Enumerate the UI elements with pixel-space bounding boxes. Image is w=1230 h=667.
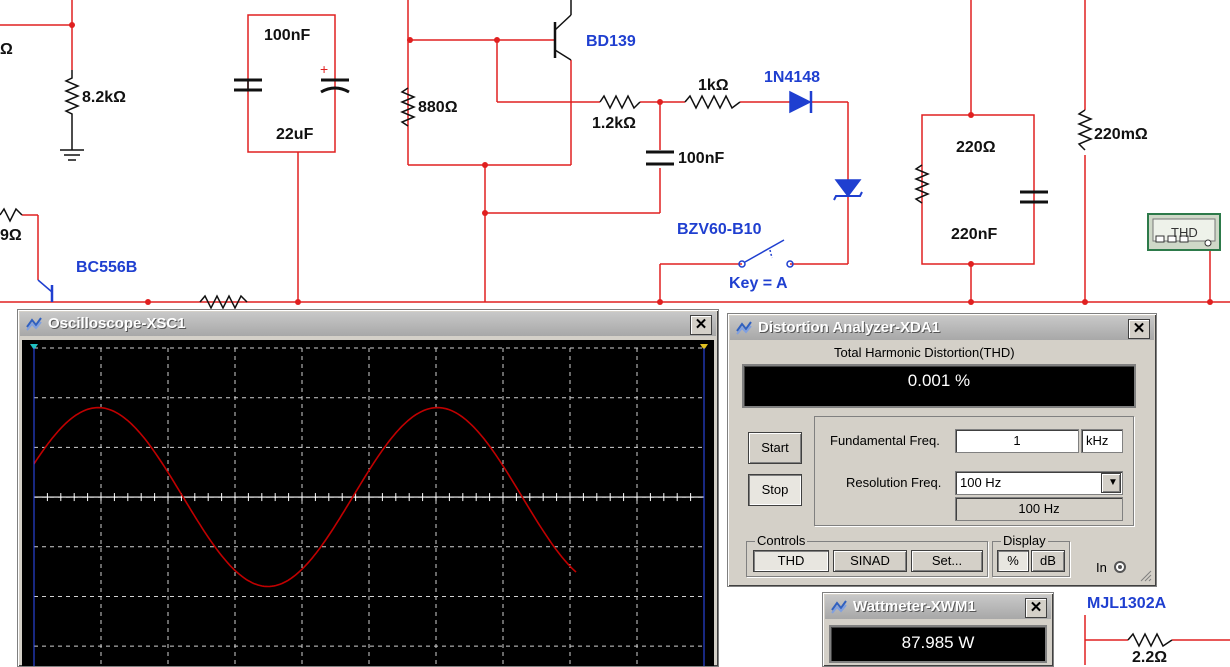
label-220: 220Ω [956,139,996,156]
label-1k: 1kΩ [698,77,729,94]
label-thd-probe: THD [1171,225,1198,240]
sinad-button[interactable]: SINAD [833,550,907,572]
db-button[interactable]: dB [1031,550,1065,572]
display-caption: Display [1001,533,1048,548]
zener-bzv60 [834,179,862,198]
label-22uF: 22uF [276,126,314,143]
oscilloscope-close-button[interactable]: ✕ [690,315,712,335]
thd-probe-icon[interactable] [1147,213,1221,251]
stop-button[interactable]: Stop [748,474,802,506]
label-bc556b: BC556B [76,259,137,276]
controls-caption: Controls [755,533,808,548]
resolution-freq-select[interactable]: 100 Hz ▼ [955,471,1123,495]
oscilloscope-screen [22,340,714,666]
label-100nF-top: 100nF [264,27,310,44]
thd-heading: Total Harmonic Distortion(THD) [834,345,1015,360]
wattmeter-titlebar[interactable]: Wattmeter-XWM1 ✕ [825,595,1051,619]
resize-grip-icon[interactable] [1140,570,1152,582]
label-partial-resistor-left: 9Ω [0,227,22,244]
instrument-icon [736,321,752,335]
fundamental-freq-unit[interactable]: kHz [1081,429,1123,453]
settings-panel: Fundamental Freq. 1 kHz Resolution Freq.… [814,416,1134,526]
input-terminal-icon[interactable] [1112,559,1128,575]
percent-button[interactable]: % [997,550,1029,572]
start-button[interactable]: Start [748,432,802,464]
distortion-close-button[interactable]: ✕ [1128,319,1150,339]
fundamental-freq-input[interactable]: 1 [955,429,1079,453]
transistor-bc556b [37,279,53,293]
wattmeter-close-button[interactable]: ✕ [1025,598,1047,618]
distortion-analyzer-window[interactable]: Distortion Analyzer-XDA1 ✕ Total Harmoni… [727,313,1157,587]
instrument-icon [26,317,42,331]
input-terminal-label: In [1096,560,1107,575]
thd-readout: 0.001 % [742,364,1136,408]
cursor-2-marker[interactable] [700,344,708,350]
cursor-1-marker[interactable] [30,344,38,350]
resistor-1k2 [599,94,641,110]
thd-button[interactable]: THD [753,550,829,572]
scope-grid [33,347,705,666]
wattmeter-window[interactable]: Wattmeter-XWM1 ✕ 87.985 W [822,592,1054,667]
switch-key-a [744,239,785,263]
oscilloscope-title: Oscilloscope-XSC1 [48,315,186,332]
set-button[interactable]: Set... [911,550,983,572]
chevron-down-icon[interactable]: ▼ [1101,473,1121,493]
svg-text:+: + [320,61,328,77]
oscilloscope-window[interactable]: Oscilloscope-XSC1 ✕ [17,309,719,667]
resolution-freq-value: 100 Hz [960,475,1002,490]
label-220m: 220mΩ [1094,126,1148,143]
label-2k2: 2.2Ω [1132,649,1167,665]
resistor-220m [1077,109,1093,151]
junction-dots [69,22,1213,305]
instrument-icon [831,600,847,614]
distortion-titlebar[interactable]: Distortion Analyzer-XDA1 ✕ [730,316,1154,340]
resistor-1k [684,94,741,110]
label-100nF-mid: 100nF [678,150,724,167]
wattmeter-readout: 87.985 W [829,625,1047,663]
scope-trace [33,406,577,588]
label-bzv60-b10: BZV60-B10 [677,221,762,238]
distortion-title: Distortion Analyzer-XDA1 [758,319,940,336]
diode-1n4148 [789,90,812,114]
fundamental-freq-label: Fundamental Freq. [830,433,940,448]
label-1n4148: 1N4148 [764,69,820,86]
wattmeter-title: Wattmeter-XWM1 [853,598,976,615]
controls-group: Controls THD SINAD Set... [746,533,988,577]
display-group: Display % dB [992,533,1070,577]
resistor-2k2 [1127,632,1173,648]
label-key-a: Key = A [729,275,788,292]
label-partial-resistor-top: Ω [0,41,13,58]
resolution-freq-label: Resolution Freq. [846,475,942,490]
label-mjl1302a: MJL1302A [1087,595,1167,612]
resistor-880 [400,87,416,127]
oscilloscope-titlebar[interactable]: Oscilloscope-XSC1 ✕ [20,312,716,336]
label-8k2: 8.2kΩ [82,89,126,106]
resistor-8k2 [64,70,80,125]
resolution-freq-readout: 100 Hz [955,497,1123,521]
label-220nF: 220nF [951,226,997,243]
label-1k2: 1.2kΩ [592,115,636,132]
resistor-220 [914,164,930,204]
label-bd139: BD139 [586,33,636,50]
label-880: 880Ω [418,99,458,116]
